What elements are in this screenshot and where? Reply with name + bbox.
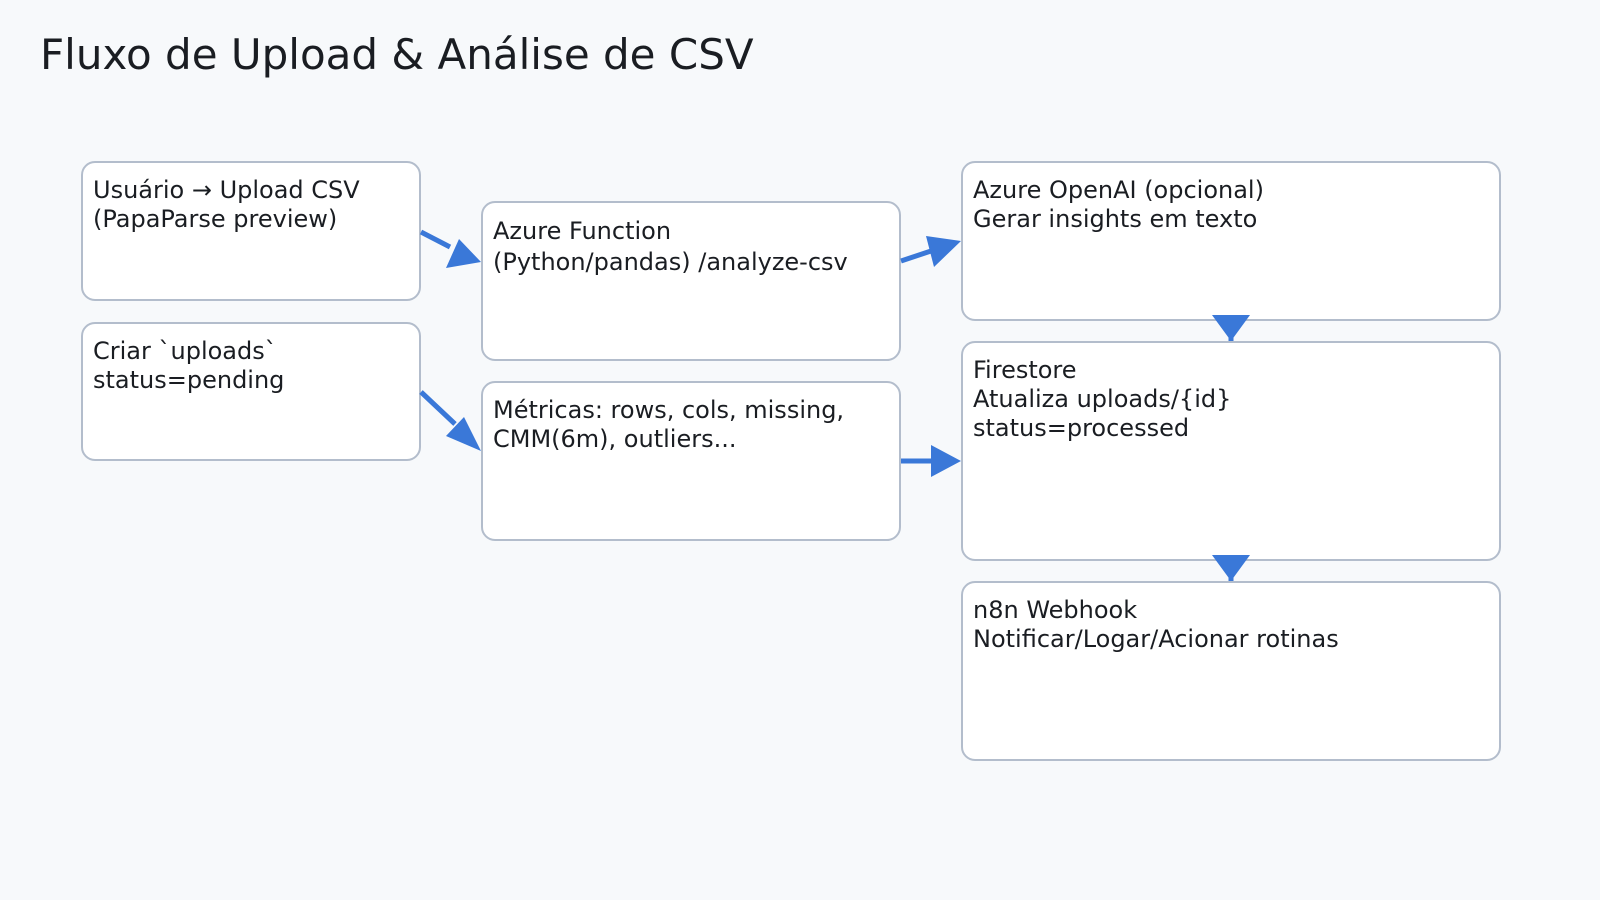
node-azure-function-label: Azure Function (Python/pandas) /analyze-… bbox=[493, 217, 848, 276]
arrow-function-to-openai bbox=[900, 236, 961, 267]
node-metrics-label: Métricas: rows, cols, missing, CMM(6m), … bbox=[493, 396, 845, 453]
arrow-create-to-metrics bbox=[419, 390, 481, 451]
arrow-metrics-to-firestore bbox=[901, 445, 961, 477]
node-firestore: Firestore Atualiza uploads/{id} status=p… bbox=[961, 341, 1501, 561]
node-n8n-webhook: n8n Webhook Notificar/Logar/Acionar roti… bbox=[961, 581, 1501, 761]
node-create-uploads: Criar `uploads` status=pending bbox=[81, 322, 421, 461]
node-upload-csv: Usuário → Upload CSV (PapaParse preview) bbox=[81, 161, 421, 301]
node-upload-csv-label: Usuário → Upload CSV (PapaParse preview) bbox=[93, 176, 360, 233]
node-create-uploads-label: Criar `uploads` status=pending bbox=[93, 337, 285, 394]
arrow-upload-to-function bbox=[419, 229, 481, 268]
node-azure-openai: Azure OpenAI (opcional) Gerar insights e… bbox=[961, 161, 1501, 321]
node-azure-openai-label: Azure OpenAI (opcional) Gerar insights e… bbox=[973, 176, 1264, 233]
node-azure-function: Azure Function (Python/pandas) /analyze-… bbox=[481, 201, 901, 361]
node-firestore-label: Firestore Atualiza uploads/{id} status=p… bbox=[973, 356, 1232, 442]
page-title: Fluxo de Upload & Análise de CSV bbox=[40, 30, 754, 79]
node-n8n-webhook-label: n8n Webhook Notificar/Logar/Acionar roti… bbox=[973, 596, 1339, 653]
node-metrics: Métricas: rows, cols, missing, CMM(6m), … bbox=[481, 381, 901, 541]
